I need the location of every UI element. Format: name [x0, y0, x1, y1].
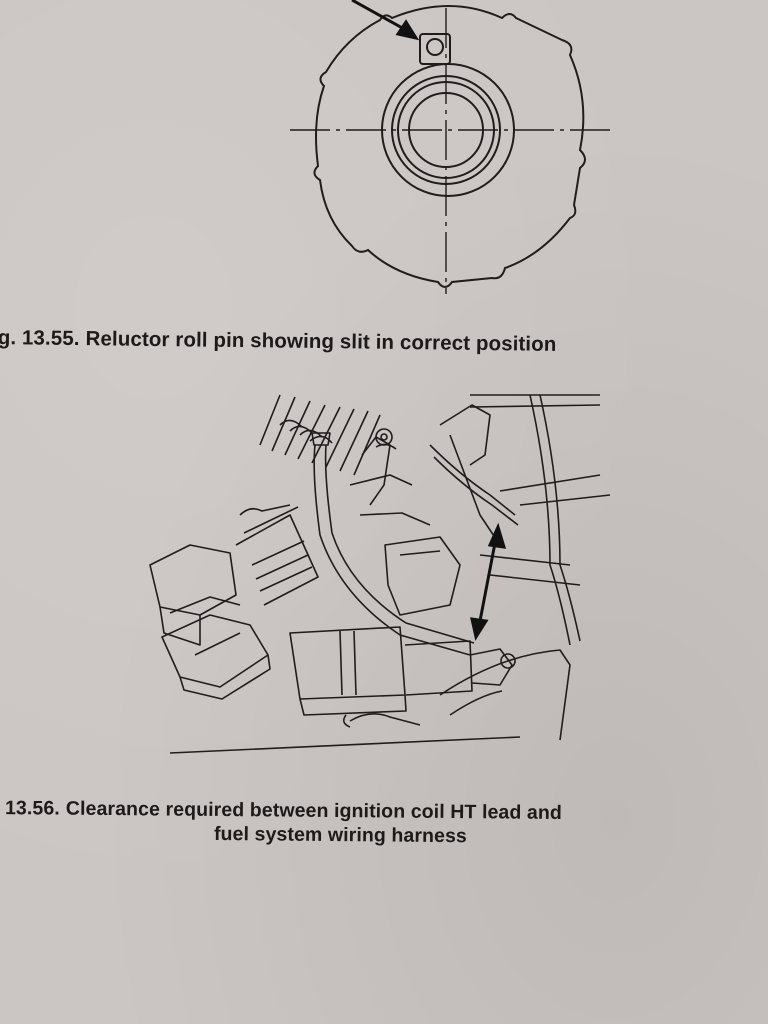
- figure-number: . 13.56.: [0, 797, 60, 820]
- figure-caption-text: fuel system wiring harness: [213, 823, 468, 848]
- figure-caption-13-56-line1: . 13.56.Clearance required between ignit…: [0, 797, 562, 825]
- reluctor-illustration: [280, 0, 620, 300]
- figure-number: ig. 13.55.: [0, 326, 80, 351]
- figure-caption-text: Reluctor roll pin showing slit in correc…: [85, 327, 557, 356]
- engine-bay-illustration: [140, 365, 620, 765]
- reluctor-drawing: [290, 0, 610, 294]
- engine-bay-drawing: [149, 394, 611, 754]
- figure-caption-text: Clearance required between ignition coil…: [65, 797, 563, 824]
- figure-caption-13-55: ig. 13.55.Reluctor roll pin showing slit…: [0, 326, 557, 357]
- figure-caption-13-56-line2: fuel system wiring harness: [214, 823, 467, 848]
